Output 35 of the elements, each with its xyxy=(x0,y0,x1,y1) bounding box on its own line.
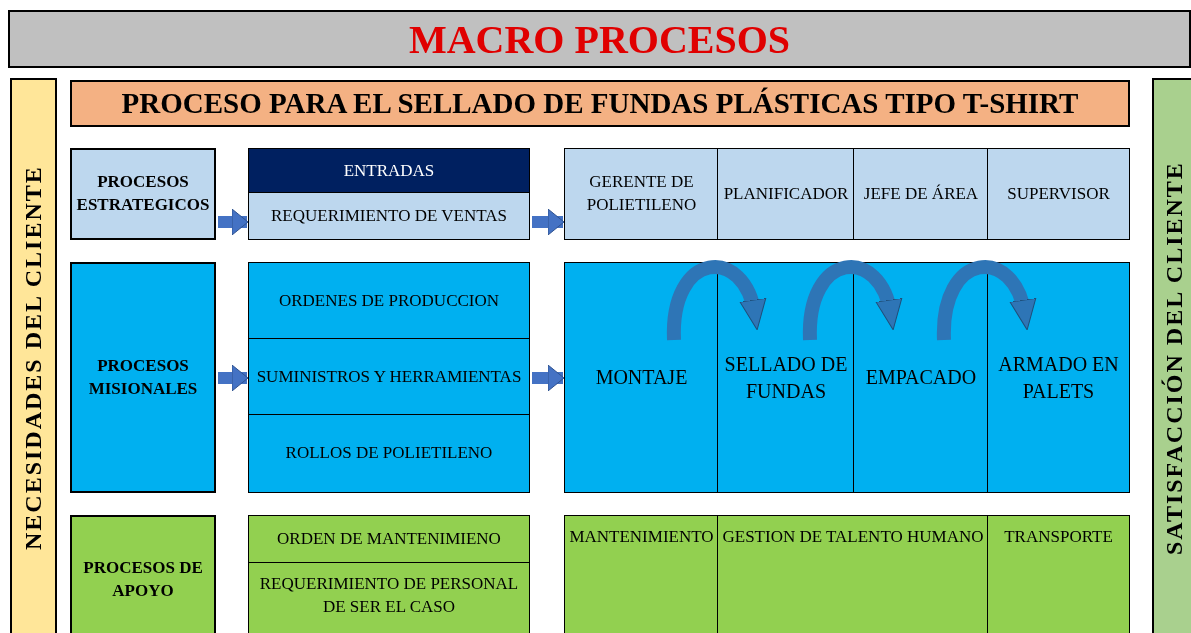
process-panel xyxy=(248,515,530,633)
process-cell: MONTAJE xyxy=(564,262,719,493)
row-header-cell: PROCESOS ESTRATEGICOS xyxy=(70,148,216,240)
side-band: NECESIDADES DEL CLIENTE xyxy=(10,78,57,633)
process-panel xyxy=(564,515,1130,633)
process-cell: ORDENES DE PRODUCCION xyxy=(248,262,530,340)
process-cell: GESTION DE TALENTO HUMANO xyxy=(717,515,989,633)
role-cell: PLANIFICADOR xyxy=(717,148,855,240)
role-cell: SUPERVISOR xyxy=(987,148,1130,240)
process-cell: ROLLOS DE POLIETILENO xyxy=(248,414,530,493)
process-panel xyxy=(248,148,530,240)
banner-header: PROCESO PARA EL SELLADO DE FUNDAS PLÁSTICAS TIPO T-SHIRT xyxy=(70,80,1130,127)
process-cell: REQUERIMIENTO DE PERSONAL DE SER EL CASO xyxy=(248,562,530,633)
process-panel xyxy=(248,262,530,493)
process-cell: TRANSPORTE xyxy=(987,515,1130,633)
header-cell: ENTRADAS xyxy=(248,148,530,194)
process-cell: ORDEN DE MANTENIMIENO xyxy=(248,515,530,564)
block-arrow xyxy=(218,364,249,392)
process-cell: EMPACADO xyxy=(853,262,989,493)
block-arrow xyxy=(532,364,565,392)
process-cell: MANTENIMIENTO xyxy=(564,515,719,633)
row-header-cell: PROCESOS DE APOYO xyxy=(70,515,216,633)
role-cell: JEFE DE ÁREA xyxy=(853,148,989,240)
process-panel xyxy=(564,262,1130,493)
process-cell: SUMINISTROS Y HERRAMIENTAS xyxy=(248,338,530,416)
process-cell: ARMADO EN PALETS xyxy=(987,262,1130,493)
process-cell: REQUERIMIENTO DE VENTAS xyxy=(248,192,530,240)
block-arrow xyxy=(218,208,249,236)
block-arrow xyxy=(532,208,565,236)
process-panel xyxy=(564,148,1130,240)
title: MACRO PROCESOS xyxy=(8,10,1191,68)
role-cell: GERENTE DE POLIETILENO xyxy=(564,148,719,240)
row-header-cell: PROCESOS MISIONALES xyxy=(70,262,216,493)
process-cell: SELLADO DE FUNDAS xyxy=(717,262,855,493)
side-band: SATISFACCIÓN DEL CLIENTE xyxy=(1152,78,1191,633)
